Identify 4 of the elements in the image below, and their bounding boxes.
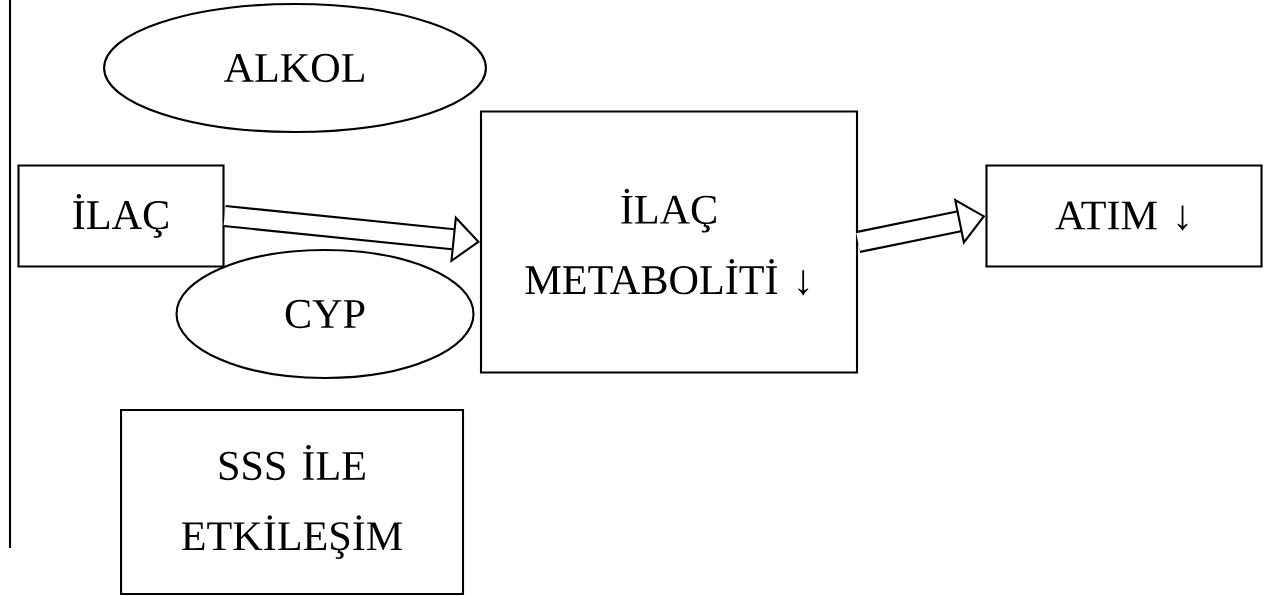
process-box: İLAÇ METABOLİTİ ↓ — [479, 110, 859, 374]
process-box: ATIM ↓ — [985, 164, 1263, 268]
process-box: İLAÇ — [17, 164, 225, 268]
process-box: SSS İLE ETKİLEŞİM — [119, 408, 465, 596]
